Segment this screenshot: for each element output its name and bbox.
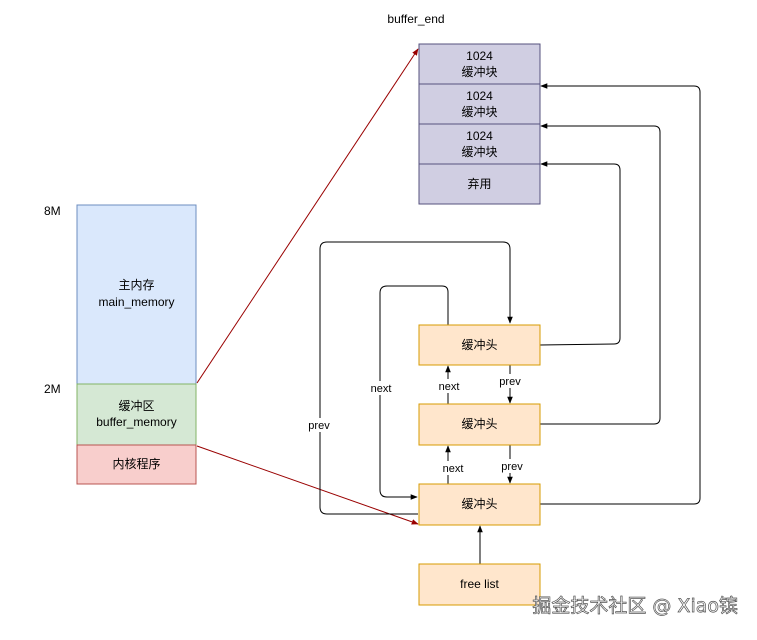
buffer-headers: 缓冲头 缓冲头 缓冲头 — [418, 324, 541, 526]
buffer-block-label: 缓冲块 — [461, 64, 497, 79]
buffer-block — [418, 43, 541, 85]
next-outer-loop-arrow — [379, 285, 449, 500]
main-memory-label-en: main_memory — [98, 295, 174, 309]
buffer-blocks: 1024 缓冲块 1024 缓冲块 1024 缓冲块 弃用 — [418, 43, 541, 205]
buffer-end-label: buffer_end — [387, 12, 444, 26]
free-list-label: free list — [460, 577, 499, 591]
memory-layout: 主内存 main_memory 缓冲区 buffer_memory 内核程序 8… — [44, 204, 197, 485]
buffer-header-label: 缓冲头 — [461, 337, 497, 352]
buffer-header — [418, 403, 541, 446]
buffer-block-size: 1024 — [466, 49, 493, 63]
buffer-block — [418, 123, 541, 165]
mark-2m: 2M — [44, 382, 61, 396]
kernel-to-buffer-head-arrow — [196, 445, 419, 525]
next-lower-label: next — [443, 463, 464, 475]
discarded-block — [418, 163, 541, 205]
prev-upper-label: prev — [499, 376, 521, 388]
buffer-block-label: 缓冲块 — [461, 104, 497, 119]
buffer-block-label: 缓冲块 — [461, 144, 497, 159]
watermark: 掘金技术社区 @ Xiao镔 — [532, 595, 738, 617]
next-upper-label: next — [439, 381, 460, 393]
next-outer-label: next — [371, 383, 392, 395]
free-list-box — [418, 563, 541, 606]
buffer-memory-label-zh: 缓冲区 — [118, 398, 154, 413]
prev-outer-loop-arrow — [319, 241, 513, 515]
kernel-label: 内核程序 — [112, 456, 160, 471]
buffer-memory-label-en: buffer_memory — [96, 415, 176, 429]
kernel-region — [76, 444, 197, 485]
buffer-block-size: 1024 — [466, 129, 493, 143]
mark-8m: 8M — [44, 204, 61, 218]
main-to-buffer-end-arrow — [196, 48, 419, 384]
header-mid-to-block-arrow — [540, 123, 661, 425]
header-top-to-block-arrow — [539, 161, 621, 346]
buffer-block-size: 1024 — [466, 89, 493, 103]
main-memory-region — [76, 204, 197, 385]
main-memory-label-zh: 主内存 — [118, 278, 154, 292]
buffer-memory-region — [76, 383, 197, 446]
prev-outer-label: prev — [308, 420, 330, 432]
buffer-header-label: 缓冲头 — [461, 496, 497, 511]
buffer-header — [418, 324, 541, 366]
discarded-block-label: 弃用 — [467, 176, 491, 191]
buffer-header-label: 缓冲头 — [461, 416, 497, 431]
header-bottom-to-block-arrow — [540, 83, 701, 505]
buffer-header — [418, 483, 541, 526]
prev-lower-label: prev — [501, 461, 523, 473]
